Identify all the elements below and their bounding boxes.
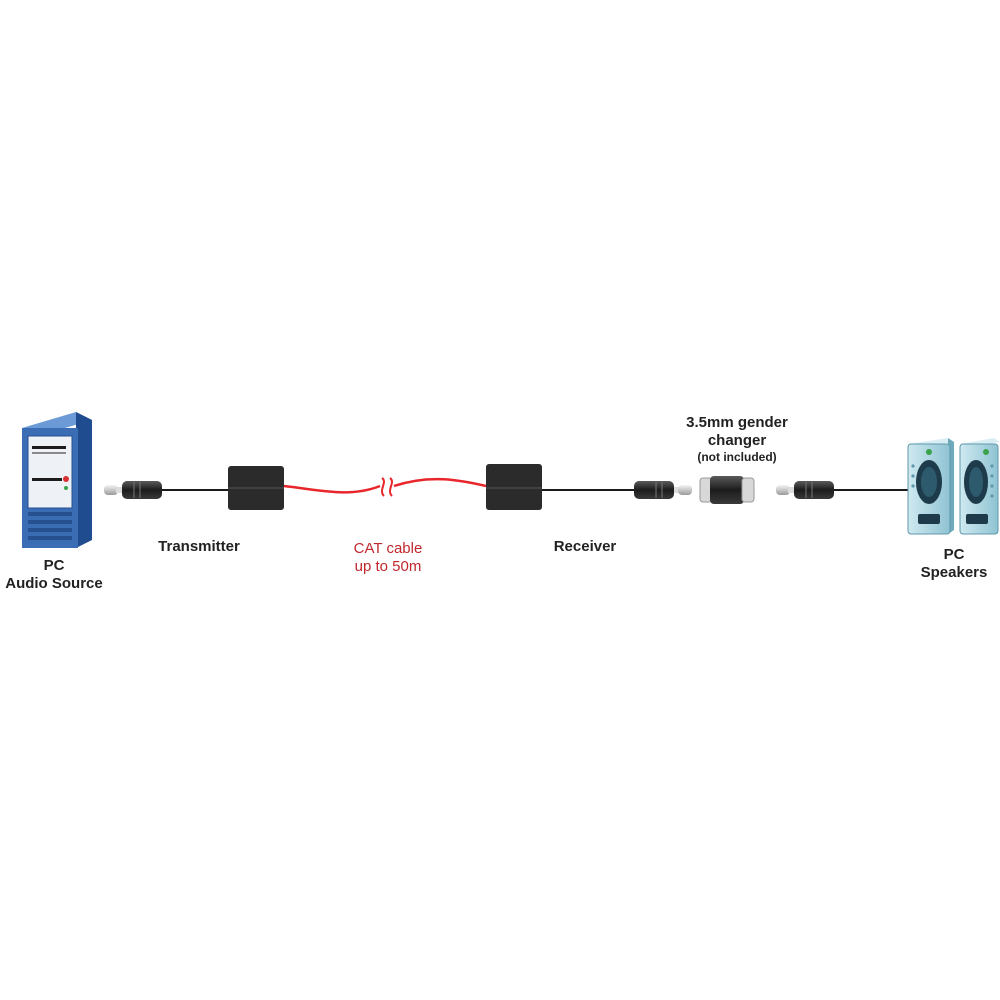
cat-cable-left (283, 484, 381, 494)
pc-speakers-label: PC Speakers (900, 546, 1000, 582)
cat-cable-label: CAT cable up to 50m (320, 540, 456, 576)
pc-label-line1: PC (43, 557, 65, 574)
gender-changer-label: 3.5mm gender changer (not included) (662, 414, 812, 464)
speakers-label-line2: Speakers (920, 564, 988, 581)
cat-cable-line1: CAT cable (353, 540, 423, 557)
pc-audio-source-label: PC Audio Source (0, 557, 108, 593)
audio-plug-icon (634, 481, 692, 499)
pc-tower-icon (22, 412, 92, 548)
cat-cable-right (393, 477, 487, 488)
audio-plug-icon (776, 481, 834, 499)
cable-break-icon (381, 477, 393, 497)
speakers-label-line1: PC (943, 546, 965, 563)
cat-cable-line2: up to 50m (354, 558, 422, 575)
gender-changer-line2: changer (707, 432, 767, 449)
gender-changer-icon (699, 476, 755, 504)
gender-changer-line1: 3.5mm gender (686, 414, 788, 431)
gender-changer-note: (not included) (697, 450, 777, 464)
receiver-box-icon (486, 464, 542, 510)
transmitter-box-icon (228, 466, 284, 510)
pc-label-line2: Audio Source (5, 575, 103, 592)
speakers-icon (907, 438, 1000, 535)
audio-plug-icon (104, 481, 162, 499)
transmitter-label: Transmitter (158, 538, 240, 555)
receiver-label: Receiver (553, 538, 617, 555)
